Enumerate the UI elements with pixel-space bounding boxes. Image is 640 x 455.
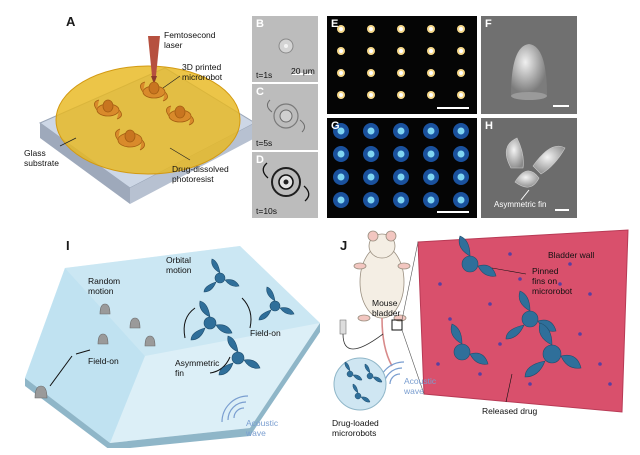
fluorescent-robot-core — [337, 150, 345, 158]
panel-j-illustration — [333, 229, 629, 413]
panel-e-dot-array — [327, 16, 477, 114]
dot-array-spot-core — [429, 49, 433, 53]
fluorescent-robot-core — [367, 150, 375, 158]
dot-array-spot-core — [399, 49, 403, 53]
fluorescent-robot-core — [427, 150, 435, 158]
acoustic-wave-i-label: Acoustic wave — [246, 418, 279, 438]
panel-c-time: t=5s — [256, 138, 273, 148]
fluorescent-robot-core — [457, 196, 465, 204]
fluorescent-robot-core — [397, 127, 405, 135]
asymmetric-fin-h-label: Asymmetric fin — [494, 200, 547, 209]
glass-substrate-label: Glass substrate — [24, 148, 59, 168]
mouse-bladder-label: Mouse bladder — [372, 298, 401, 318]
fluorescent-robot-core — [427, 127, 435, 135]
asymmetric-fin-label: Asymmetric fin — [175, 358, 220, 378]
printed-microrobot-label: 3D printed microrobot — [182, 62, 223, 82]
panel-i-label: I — [66, 238, 70, 253]
fluorescent-robot-core — [457, 173, 465, 181]
panel-i-illustration — [25, 246, 320, 448]
bladder-wall-label: Bladder wall — [548, 250, 595, 260]
dot-array-spot-core — [429, 27, 433, 31]
fluorescent-robot-core — [337, 196, 345, 204]
panel-b-micrograph — [252, 16, 318, 82]
dot-array-spot-core — [429, 93, 433, 97]
acoustic-wave-j-label: Acoustic wave — [404, 376, 437, 396]
dot-array-spot-core — [459, 49, 463, 53]
fluorescent-robot-core — [397, 173, 405, 181]
drug-particle — [438, 282, 442, 286]
drug-particle — [598, 362, 602, 366]
fluorescent-robot-core — [427, 196, 435, 204]
femtosecond-laser-label: Femtosecond laser — [164, 30, 216, 50]
fluorescent-robot-core — [457, 150, 465, 158]
drug-particle — [498, 342, 502, 346]
dot-array-spot-core — [339, 49, 343, 53]
dot-array-spot-core — [369, 49, 373, 53]
drug-particle — [448, 317, 452, 321]
dot-array-spot-core — [339, 27, 343, 31]
drug-loaded-label: Drug-loaded microrobots — [332, 418, 379, 438]
dot-array-spot-core — [429, 71, 433, 75]
drug-particle — [588, 292, 592, 296]
field-on-left-label: Field-on — [88, 356, 119, 366]
released-drug-label: Released drug — [482, 406, 538, 416]
panel-g-fluorescence-array — [327, 118, 477, 218]
panel-a-label: A — [66, 14, 76, 29]
fluorescent-robot-core — [367, 127, 375, 135]
dot-array-spot-core — [399, 93, 403, 97]
panel-h-sem — [481, 118, 577, 218]
dot-array-spot-core — [369, 93, 373, 97]
fluorescent-robot-core — [337, 173, 345, 181]
drug-particle — [568, 262, 572, 266]
pinned-fins-label: Pinned fins on microrobot — [532, 266, 573, 296]
dot-array-spot-core — [369, 71, 373, 75]
panel-f-label: F — [485, 18, 492, 30]
dot-array-spot-core — [459, 27, 463, 31]
photoresist-label: Drug-dissolved photoresist — [172, 164, 229, 184]
drug-particle — [518, 277, 522, 281]
dot-array-spot-core — [369, 27, 373, 31]
orbital-motion-label: Orbital motion — [166, 255, 192, 275]
panel-b-time: t=1s — [256, 70, 273, 80]
field-on-right-label: Field-on — [250, 328, 281, 338]
drug-particle — [436, 362, 440, 366]
panel-d-time: t=10s — [256, 206, 278, 216]
drug-particle — [558, 282, 562, 286]
panel-f-sem — [481, 16, 577, 114]
drug-particle — [508, 252, 512, 256]
drug-particle — [528, 382, 532, 386]
panel-b-label: B — [256, 18, 264, 30]
fluorescent-robot-core — [367, 196, 375, 204]
drug-particle — [608, 382, 612, 386]
drug-particle — [578, 332, 582, 336]
random-motion-label: Random motion — [88, 276, 121, 296]
dot-array-spot-core — [339, 93, 343, 97]
dot-array-spot-core — [399, 71, 403, 75]
fluorescent-robot-core — [427, 173, 435, 181]
panel-h-label: H — [485, 120, 493, 132]
panel-c-micrograph — [252, 84, 318, 150]
fluorescent-robot-core — [337, 127, 345, 135]
fluorescent-robot-core — [397, 150, 405, 158]
panel-c-label: C — [256, 86, 264, 98]
panel-j-label: J — [340, 238, 348, 253]
dot-array-spot-core — [459, 71, 463, 75]
dot-array-spot-core — [399, 27, 403, 31]
panel-g-label: G — [331, 120, 340, 132]
fluorescent-robot-core — [457, 127, 465, 135]
panel-e-label: E — [331, 18, 339, 30]
drug-particle — [478, 372, 482, 376]
drug-particle — [488, 302, 492, 306]
panel-d-label: D — [256, 154, 264, 166]
dot-array-spot-core — [339, 71, 343, 75]
fluorescent-robot-core — [367, 173, 375, 181]
dot-array-spot-core — [459, 93, 463, 97]
panel-d-micrograph — [252, 152, 318, 218]
fluorescent-robot-core — [397, 196, 405, 204]
scale-bar-label: 20 μm — [291, 66, 315, 76]
panel-a-illustration — [38, 36, 257, 204]
